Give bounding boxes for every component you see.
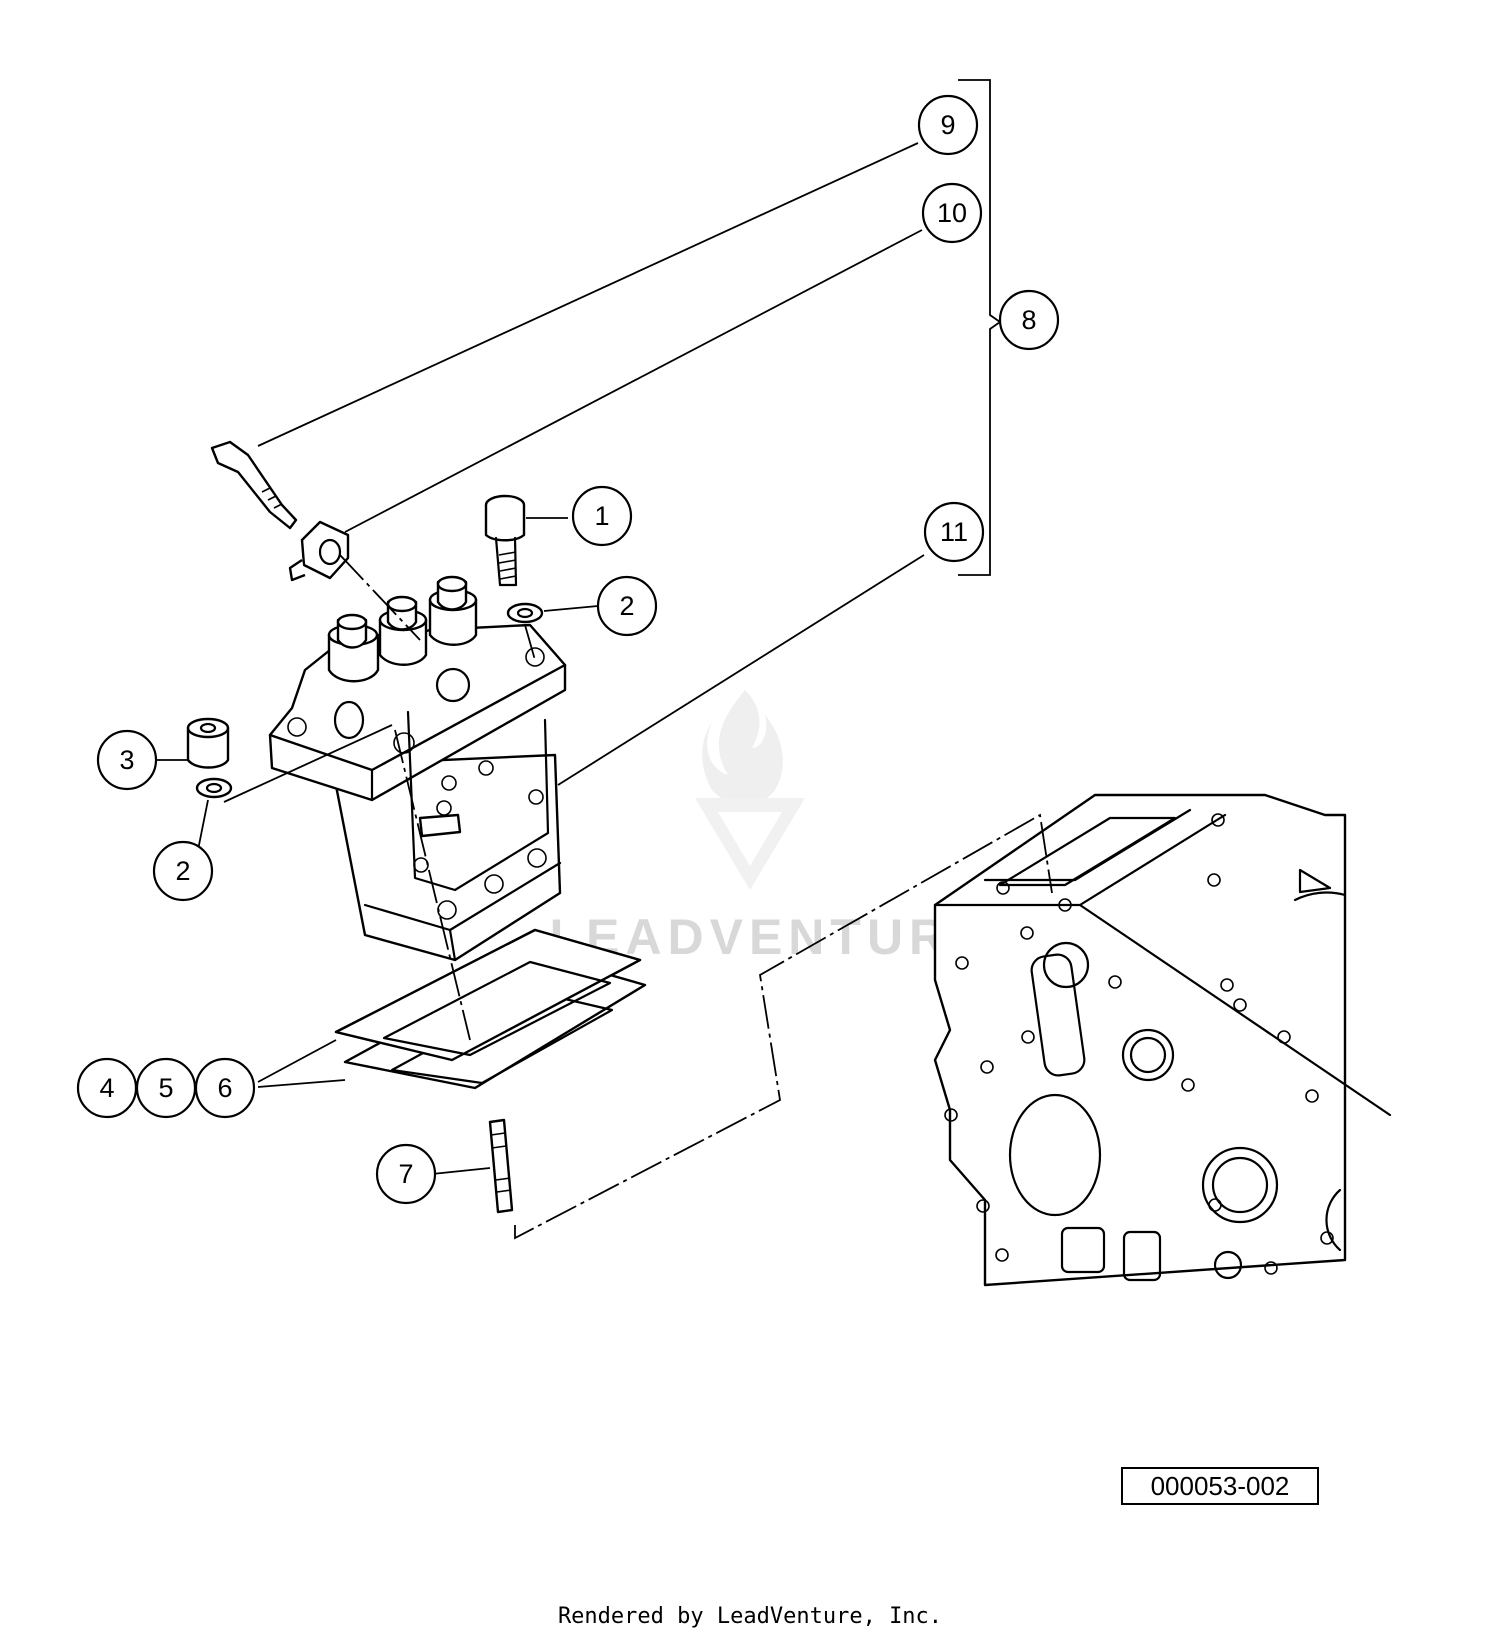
bleeder-screw-part-9 [210,440,298,530]
callout-6: 6 [194,1057,256,1119]
washer-part-2-lower [195,777,233,799]
washer-part-2-upper [506,602,544,624]
watermark-logo [695,690,805,890]
callout-4: 4 [76,1057,138,1119]
eye-bolt-part-10 [288,520,350,582]
callout-4-label: 4 [99,1073,114,1103]
diagram-id: 000053-002 [1121,1467,1319,1505]
callout-9-label: 9 [940,110,955,140]
callout-9: 9 [917,94,979,156]
bolt-part-1 [484,494,526,587]
callout-7-label: 7 [398,1159,413,1189]
callout-8-label: 8 [1021,305,1036,335]
injection-pump [268,575,567,962]
stud-part-7 [488,1118,514,1214]
callout-3-label: 3 [119,745,134,775]
callout-2-lower: 2 [152,840,214,902]
alignment-line-fitting [339,554,421,641]
callout-2-upper-label: 2 [619,591,634,621]
engine-block [933,793,1392,1287]
callout-2-lower-label: 2 [175,856,190,886]
alignment-line-stud [514,813,1053,1240]
callout-5: 5 [135,1057,197,1119]
callout-2-upper: 2 [596,575,658,637]
callout-1: 1 [571,485,633,547]
nut-part-3 [186,717,230,769]
callout-10-label: 10 [937,198,967,228]
callout-10: 10 [921,182,983,244]
gasket-part-4-5-6 [334,928,647,1090]
callout-8: 8 [998,289,1060,351]
callout-1-label: 1 [594,501,609,531]
callout-11-label: 11 [940,517,968,547]
callout-6-label: 6 [217,1073,232,1103]
callout-11: 11 [923,501,985,563]
alignment-line-bolt [394,624,536,1041]
callout-3: 3 [96,729,158,791]
leader-lines [156,79,1002,1175]
callout-7: 7 [375,1143,437,1205]
footer-credit: Rendered by LeadVenture, Inc. [557,1604,943,1629]
callout-5-label: 5 [158,1073,173,1103]
